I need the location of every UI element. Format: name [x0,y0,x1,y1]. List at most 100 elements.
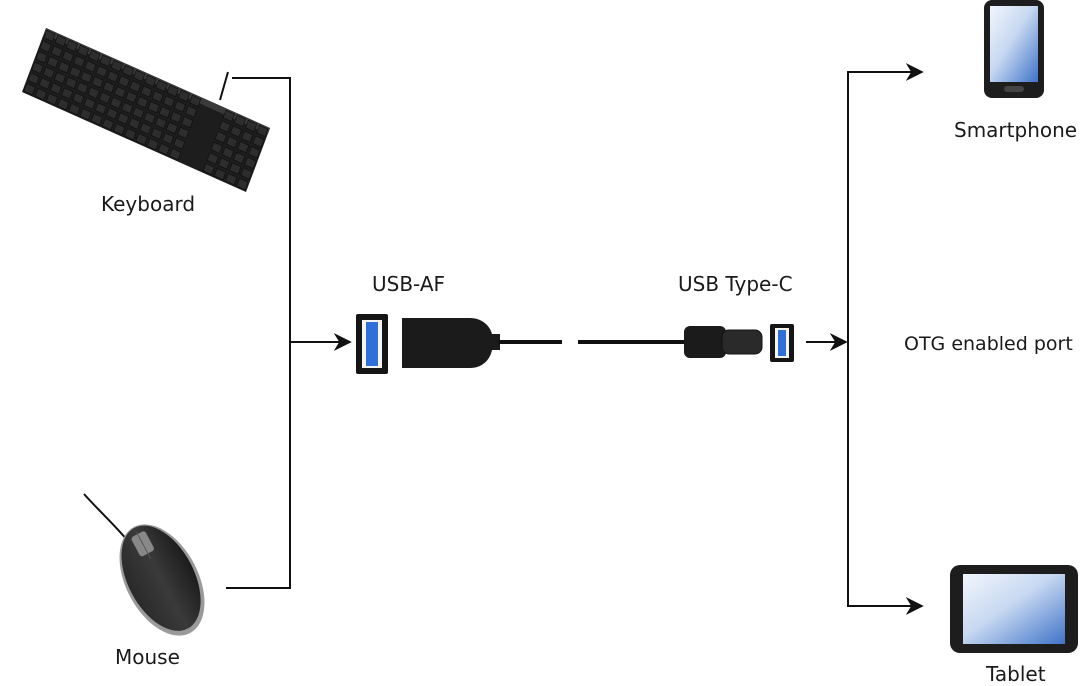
keycap [91,76,104,89]
keycap [161,132,175,145]
keycap [256,124,269,137]
keycap [233,114,247,127]
keycap [45,93,59,106]
output-bracket [806,71,920,607]
keycap [240,167,253,180]
keycap [121,64,135,77]
mouse-icon [83,493,205,636]
tablet-icon [950,565,1078,653]
keycap [147,101,160,114]
tablet-label: Tablet [986,662,1046,686]
mouse-label: Mouse [115,645,180,669]
keycap [181,116,194,129]
input-bracket [226,77,352,589]
keycap [125,91,138,104]
usb-a-port-icon [770,324,794,362]
keycap [105,107,119,120]
keycap [35,51,48,64]
keycap [99,54,112,67]
keycap [90,113,103,126]
keycap [65,76,78,89]
keycap [150,127,163,140]
keycap [229,125,243,138]
keycap [121,101,134,114]
keycap [206,152,219,165]
keycap [146,138,159,151]
keycap [128,117,141,130]
keycap [42,66,55,79]
keycap [27,72,40,85]
keycap [214,131,227,144]
keycap [165,121,179,134]
keycap [113,123,126,136]
keycap [94,102,107,115]
keycap [233,151,246,164]
keycap [177,89,191,102]
usb-c-plug-icon [684,326,763,358]
keycap [166,84,179,97]
keycap [95,65,108,78]
keycap [139,122,152,135]
keycap [84,60,97,73]
keycap [53,71,67,84]
keycap [245,119,258,132]
keycap [31,61,44,74]
keycap [80,71,93,84]
keycap [158,106,171,119]
keycap [189,94,202,107]
keycap [213,168,227,181]
keycap [144,74,157,87]
keycap [169,148,182,161]
keycap [162,95,175,108]
keycap [34,88,47,101]
keycap [129,80,142,93]
keycap [210,141,223,154]
keycap [135,133,148,146]
keycap [61,87,74,100]
usb-af-label: USB-AF [372,272,446,296]
keycap [113,86,127,99]
keycap [173,100,187,113]
keycap [54,34,67,47]
keycap [154,116,167,129]
keycap [88,49,101,62]
keycap [143,111,156,124]
keycap [237,141,250,154]
keycap [217,157,231,170]
keycap [65,39,79,52]
keycap [43,29,56,42]
keycap [157,143,171,156]
keycap [23,83,36,96]
keyboard-icon [22,28,270,192]
keycap [110,59,123,72]
keycap [68,103,81,116]
keycap [87,86,100,99]
keycap [202,163,215,176]
keycap [132,106,145,119]
keycap [83,97,96,110]
keycap [221,146,235,159]
keycap [229,162,242,175]
keycap [98,91,111,104]
keycap [133,69,146,82]
smartphone-icon [984,0,1044,98]
keycap [77,44,90,57]
keycap [241,130,254,143]
keycap [106,70,119,83]
keycap [124,128,137,141]
keycap [76,81,89,94]
usb-a-female-connector-icon [402,318,686,368]
keycap [50,45,63,58]
keyboard-label: Keyboard [101,192,196,216]
keycap [244,156,257,169]
keycap [109,96,123,109]
keycap [140,85,153,98]
keycap [117,75,131,88]
keycap [155,79,168,92]
keycap [236,178,249,191]
keycap [38,77,51,90]
keycap [173,137,186,150]
usb-type-c-label: USB Type-C [678,272,793,296]
